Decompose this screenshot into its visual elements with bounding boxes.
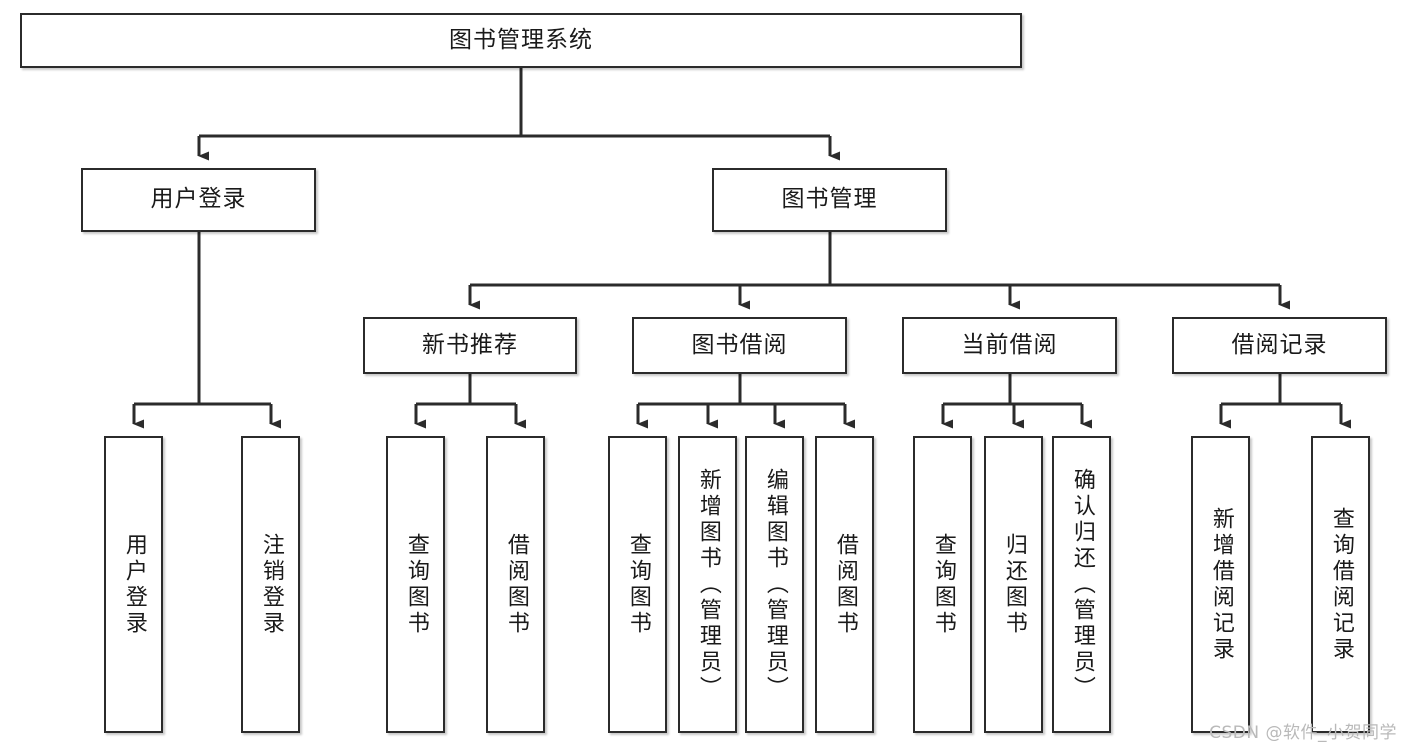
node-label: 用户登录 [150,186,247,213]
node-label: 归还图书 [1001,532,1027,637]
node-borrow-record[interactable]: 借阅记录 [1172,317,1387,374]
node-label: 当前借阅 [961,331,1058,358]
node-leaf-query-book-3[interactable]: 查询图书 [913,436,972,733]
node-leaf-user-logout[interactable]: 注销登录 [241,436,300,733]
node-leaf-query-book-2[interactable]: 查询图书 [608,436,667,733]
node-label: 借阅图书 [503,532,529,637]
node-leaf-borrow-book-1[interactable]: 借阅图书 [486,436,545,733]
csdn-watermark: CSDN @软件_小贺同学 [1209,723,1397,743]
node-label: 用户登录 [121,532,147,637]
node-leaf-confirm-return[interactable]: 确认归还（管理员） [1052,436,1111,733]
node-label: 新增图书（管理员） [695,467,721,702]
node-label: 借阅图书 [832,532,858,637]
node-label: 新增借阅记录 [1208,506,1234,663]
node-label: 查询图书 [625,532,651,637]
node-label: 图书借阅 [691,331,788,358]
node-leaf-add-book[interactable]: 新增图书（管理员） [678,436,737,733]
node-label: 编辑图书（管理员） [762,467,788,702]
node-label: 查询图书 [930,532,956,637]
node-leaf-add-record[interactable]: 新增借阅记录 [1191,436,1250,733]
node-label: 图书管理系统 [449,26,593,53]
node-label: 新书推荐 [422,331,518,358]
node-leaf-borrow-book-2[interactable]: 借阅图书 [815,436,874,733]
node-label: 注销登录 [258,532,284,637]
node-leaf-query-record[interactable]: 查询借阅记录 [1311,436,1370,733]
node-label: 借阅记录 [1231,331,1328,358]
node-new-book-rec[interactable]: 新书推荐 [363,317,577,374]
node-book-borrow[interactable]: 图书借阅 [632,317,847,374]
node-user-login[interactable]: 用户登录 [81,168,316,232]
node-label: 图书管理 [781,186,878,213]
node-label: 确认归还（管理员） [1069,467,1095,702]
node-label: 查询借阅记录 [1328,506,1354,663]
node-label: 查询图书 [403,532,429,637]
node-root[interactable]: 图书管理系统 [20,13,1022,68]
node-leaf-user-login[interactable]: 用户登录 [104,436,163,733]
node-leaf-return-book[interactable]: 归还图书 [984,436,1043,733]
node-book-manage[interactable]: 图书管理 [712,168,947,232]
node-leaf-query-book-1[interactable]: 查询图书 [386,436,445,733]
node-current-borrow[interactable]: 当前借阅 [902,317,1117,374]
node-leaf-edit-book[interactable]: 编辑图书（管理员） [745,436,804,733]
